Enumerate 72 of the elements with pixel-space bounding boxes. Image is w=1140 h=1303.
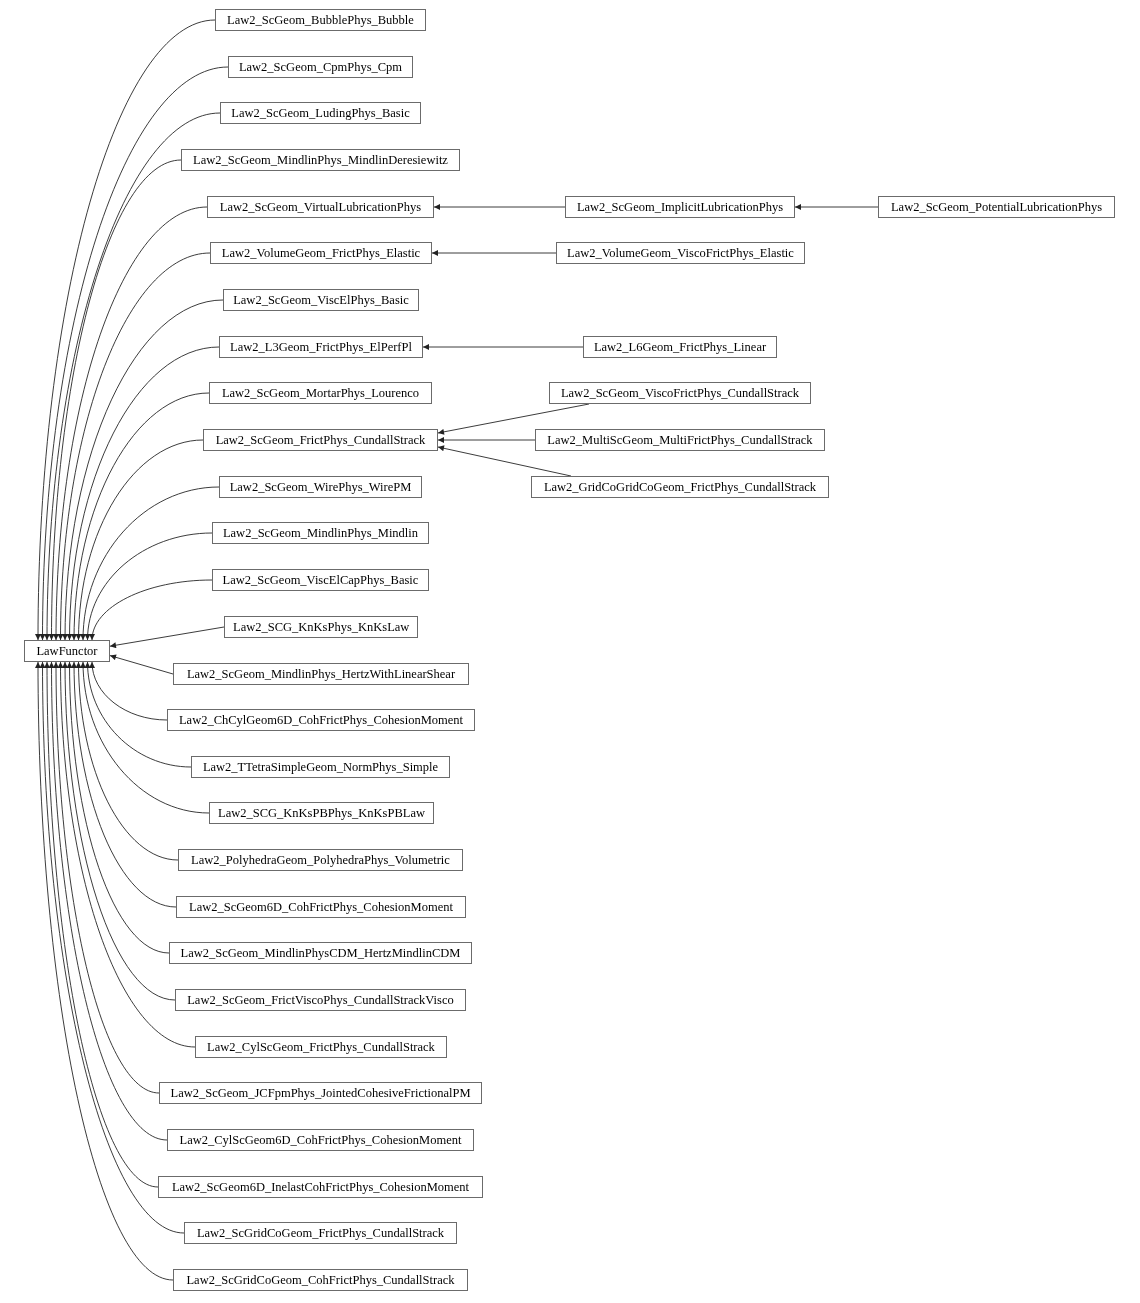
- class-name: Law2_ScGridCoGeom_CohFrictPhys_CundallStrack: [186, 1273, 455, 1287]
- class-name: Law2_L3Geom_FrictPhys_ElPerfPl: [230, 340, 412, 354]
- class-name: Law2_MultiScGeom_MultiFrictPhys_CundallStrack: [547, 433, 813, 447]
- class-name: Law2_VolumeGeom_ViscoFrictPhys_Elastic: [567, 246, 794, 260]
- class-box: [878, 196, 1115, 218]
- class-box: [220, 102, 421, 124]
- class-box: [167, 1129, 474, 1151]
- class-name: Law2_ScGeom_MindlinPhys_HertzWithLinearShear: [186, 667, 456, 681]
- class-name: Law2_ScGeom_CpmPhys_Cpm: [238, 60, 403, 74]
- class-name: Law2_ScGridCoGeom_FrictPhys_CundallStrack: [196, 1226, 445, 1240]
- class-name: LawFunctor: [36, 644, 98, 658]
- class-name: Law2_ScGeom_BubblePhys_Bubble: [227, 13, 414, 27]
- class-name: Law2_CylScGeom_FrictPhys_CundallStrack: [207, 1040, 435, 1054]
- class-box: [212, 522, 429, 544]
- class-box: [173, 663, 469, 685]
- class-box: [169, 942, 472, 964]
- class-name: Law2_ScGeom_VirtualLubricationPhys: [219, 200, 422, 214]
- class-name: Law2_ScGeom_MindlinPhys_MindlinDeresiewitz: [193, 153, 448, 167]
- class-box: [556, 242, 805, 264]
- class-box: [565, 196, 795, 218]
- class-box: [178, 849, 463, 871]
- class-name: Law2_ScGeom_FrictPhys_CundallStrack: [215, 433, 426, 447]
- class-name: Law2_L6Geom_FrictPhys_Linear: [593, 340, 767, 354]
- class-box: [583, 336, 777, 358]
- class-box: [184, 1222, 457, 1244]
- class-name: Law2_ScGeom6D_CohFrictPhys_CohesionMoment: [189, 900, 453, 914]
- class-box: [181, 149, 460, 171]
- class-name: Law2_ScGeom_MindlinPhysCDM_HertzMindlinCDM: [180, 946, 461, 960]
- class-box: [207, 196, 434, 218]
- class-name: Law2_ScGeom_FrictViscoPhys_CundallStrackVisco: [187, 993, 454, 1007]
- class-box: [191, 756, 450, 778]
- class-box: [159, 1082, 482, 1104]
- class-box: [549, 382, 811, 404]
- class-box: [223, 289, 419, 311]
- class-box: [209, 802, 434, 824]
- class-box: [210, 242, 432, 264]
- class-name: Law2_ScGeom_JCFpmPhys_JointedCohesiveFrictionalPM: [170, 1086, 471, 1100]
- class-name: Law2_ScGeom_ViscoFrictPhys_CundallStrack: [560, 386, 800, 400]
- class-name: Law2_TTetraSimpleGeom_NormPhys_Simple: [202, 760, 439, 774]
- class-name: Law2_ScGeom6D_InelastCohFrictPhys_CohesionMoment: [171, 1180, 470, 1194]
- class-box: [158, 1176, 483, 1198]
- class-box: [228, 56, 413, 78]
- class-box: [535, 429, 825, 451]
- class-name: Law2_ScGeom_ViscElPhys_Basic: [233, 293, 409, 307]
- class-name: Law2_ScGeom_ViscElCapPhys_Basic: [222, 573, 419, 587]
- class-name: Law2_VolumeGeom_FrictPhys_Elastic: [221, 246, 421, 260]
- class-box: [176, 896, 466, 918]
- class-name: Law2_SCG_KnKsPhys_KnKsLaw: [233, 620, 410, 634]
- class-box: [24, 640, 110, 662]
- class-box: [212, 569, 429, 591]
- class-box: [175, 989, 466, 1011]
- class-box: [219, 476, 422, 498]
- class-name: Law2_ScGeom_WirePhys_WirePM: [229, 480, 412, 494]
- class-box: [224, 616, 419, 638]
- class-name: Law2_ScGeom_PotentialLubricationPhys: [890, 200, 1103, 214]
- class-box: [531, 476, 829, 498]
- class-box: [209, 382, 432, 404]
- class-name: Law2_ChCylGeom6D_CohFrictPhys_CohesionMoment: [179, 713, 463, 727]
- class-name: Law2_ScGeom_LudingPhys_Basic: [231, 106, 410, 120]
- class-box: [219, 336, 423, 358]
- class-name: Law2_GridCoGridCoGeom_FrictPhys_CundallStrack: [543, 480, 817, 494]
- class-box: [203, 429, 438, 451]
- class-box: [215, 9, 426, 31]
- class-name: Law2_CylScGeom6D_CohFrictPhys_CohesionMoment: [179, 1133, 462, 1147]
- class-name: Law2_PolyhedraGeom_PolyhedraPhys_Volumetric: [191, 853, 450, 867]
- class-name: Law2_ScGeom_ImplicitLubricationPhys: [576, 200, 784, 214]
- class-box: [195, 1036, 447, 1058]
- class-box: [173, 1269, 468, 1291]
- class-name: Law2_ScGeom_MortarPhys_Lourenco: [221, 386, 420, 400]
- class-name: Law2_SCG_KnKsPBPhys_KnKsPBLaw: [218, 806, 425, 820]
- class-name: Law2_ScGeom_MindlinPhys_Mindlin: [222, 526, 419, 540]
- class-box: [167, 709, 475, 731]
